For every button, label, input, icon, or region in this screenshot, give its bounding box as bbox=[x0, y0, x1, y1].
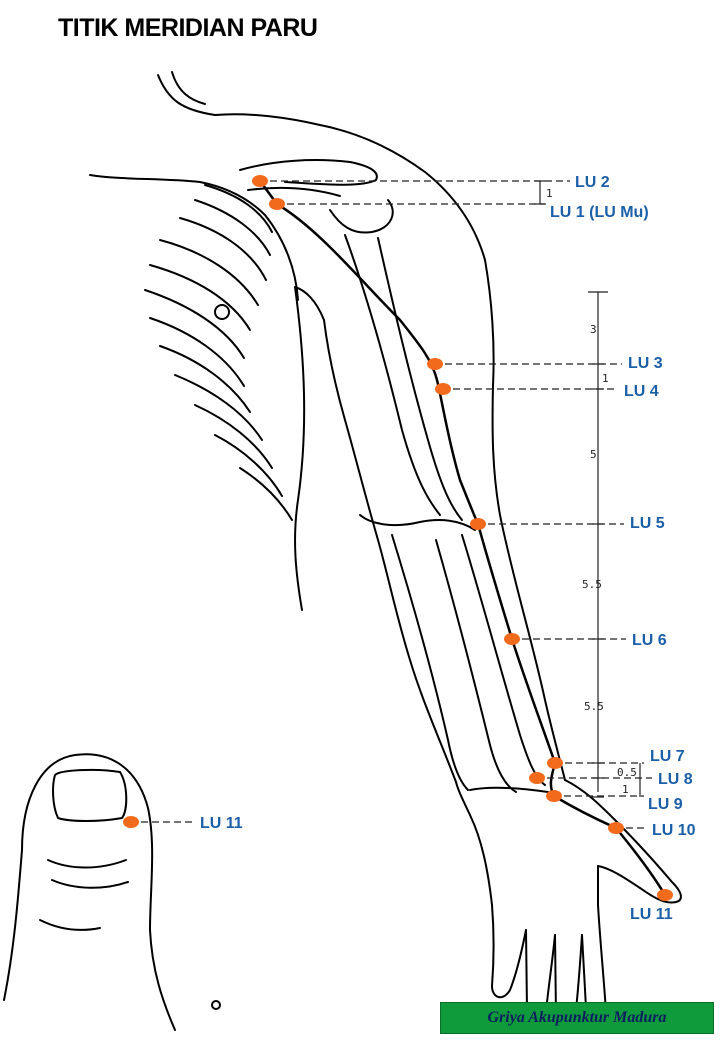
acupoint-label-lu-11-thumb: LU 11 bbox=[200, 815, 243, 832]
acupoint-lu-6[interactable] bbox=[504, 633, 520, 645]
acupoint-lu-1[interactable] bbox=[269, 198, 285, 210]
acupoint-label-lu-2: LU 2 bbox=[575, 174, 610, 191]
acupoint-label-lu-3: LU 3 bbox=[628, 355, 663, 372]
measure-lu4-lu5: 5 bbox=[590, 448, 597, 461]
leader-lines bbox=[141, 180, 652, 829]
measure-lu5-lu6: 5.5 bbox=[582, 578, 602, 591]
page-title: TITIK MERIDIAN PARU bbox=[58, 14, 318, 42]
measure-lu3-lu4: 1 bbox=[602, 372, 609, 385]
acupoint-lu-11[interactable] bbox=[657, 889, 673, 901]
acupoint-lu-7[interactable] bbox=[547, 757, 563, 769]
acupoints bbox=[123, 175, 673, 901]
measure-lu2-lu1: 1 bbox=[546, 187, 553, 200]
acupoint-lu-3[interactable] bbox=[427, 358, 443, 370]
meridian-channel bbox=[258, 179, 667, 897]
acupoint-lu-10[interactable] bbox=[608, 822, 624, 834]
acupoint-label-lu-4: LU 4 bbox=[624, 383, 659, 400]
acupoint-label-lu-1: LU 1 (LU Mu) bbox=[550, 204, 649, 221]
acupoint-lu-5[interactable] bbox=[470, 518, 486, 530]
acupoint-label-lu-5: LU 5 bbox=[630, 515, 665, 532]
acupoint-label-lu-9: LU 9 bbox=[648, 796, 683, 813]
measure-top-lu3: 3 bbox=[590, 323, 597, 336]
measurement-values: 1 3 1 5 5.5 5.5 0.5 1 bbox=[546, 187, 637, 796]
thumb-illustration bbox=[3, 753, 221, 1031]
acupoint-label-lu-10: LU 10 bbox=[652, 822, 696, 839]
measure-lu7-lu8: 0.5 bbox=[617, 766, 637, 779]
acupoint-lu-4[interactable] bbox=[435, 383, 451, 395]
acupoint-label-lu-7: LU 7 bbox=[650, 748, 685, 765]
watermark-badge: Griya Akupunktur Madura bbox=[440, 1002, 714, 1034]
watermark-text: Griya Akupunktur Madura bbox=[487, 1009, 667, 1026]
acupoint-lu-9[interactable] bbox=[546, 790, 562, 802]
measure-lu8-lu9: 1 bbox=[622, 783, 629, 796]
acupoint-label-lu-8: LU 8 bbox=[658, 771, 693, 788]
acupoint-lu-2[interactable] bbox=[252, 175, 268, 187]
measure-lu6-lu7: 5.5 bbox=[584, 700, 604, 713]
acupoint-label-lu-6: LU 6 bbox=[632, 632, 667, 649]
acupoint-lu-8[interactable] bbox=[529, 772, 545, 784]
acupoint-label-lu-11: LU 11 bbox=[630, 906, 673, 923]
acupoint-labels: LU 2 LU 1 (LU Mu) LU 3 LU 4 LU 5 LU 6 LU 7 LU 8… bbox=[200, 174, 696, 923]
body-outline bbox=[89, 71, 682, 1027]
acupoint-lu-11-thumb[interactable] bbox=[123, 816, 139, 828]
